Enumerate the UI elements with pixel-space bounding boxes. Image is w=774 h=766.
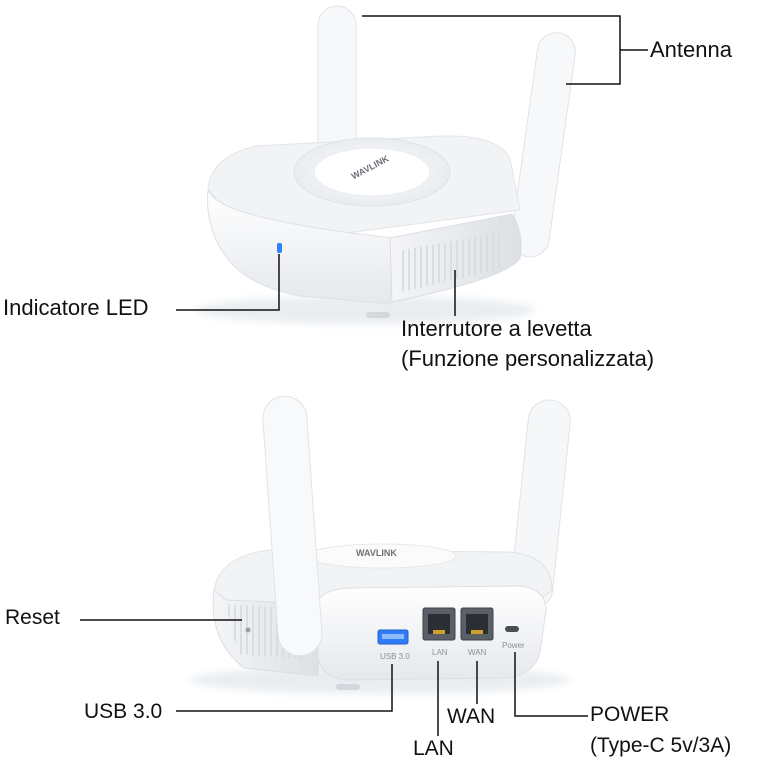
- usb-label: USB 3.0: [84, 700, 163, 723]
- side-vents: [402, 232, 504, 292]
- wan-label: WAN: [447, 705, 496, 728]
- power-callout-line: [514, 652, 588, 717]
- antenna-right: [510, 32, 576, 258]
- lan-port-inner: [428, 614, 450, 634]
- toggle-switch-label: Interrutore a levetta: [401, 316, 592, 341]
- reset-label: Reset: [5, 606, 60, 629]
- led-indicator-label: Indicatore LED: [3, 295, 149, 320]
- usb-port-tongue: [382, 634, 404, 639]
- lan-port-label: LAN: [432, 648, 448, 657]
- wan-port-inner: [466, 614, 488, 634]
- usb-port-label: USB 3.0: [380, 652, 410, 661]
- brand-logo: WAVLINK: [356, 548, 397, 558]
- power-port-label: Power: [502, 641, 525, 650]
- usb-callout-line: [176, 664, 393, 712]
- shadow: [195, 296, 535, 324]
- reset-pinhole: [245, 627, 251, 633]
- antenna-left: [262, 395, 323, 657]
- router-back-view: WAVLINK USB 3.0 LAN WAN Power: [190, 395, 571, 694]
- lan-port-pins: [433, 630, 445, 634]
- callout-lines: [80, 15, 648, 736]
- foot: [336, 684, 360, 690]
- lan-label: LAN: [413, 737, 454, 760]
- top-disc: [313, 147, 431, 197]
- wan-port-pins: [471, 630, 483, 634]
- led-callout-line: [176, 254, 280, 311]
- power-spec-label: (Type-C 5v/3A): [590, 734, 732, 757]
- foot: [366, 312, 390, 318]
- wan-port-label: WAN: [468, 648, 487, 657]
- router-front-view: WAVLINK: [195, 5, 576, 324]
- power-label: POWER: [590, 703, 670, 726]
- toggle-switch-sublabel: (Funzione personalizzata): [401, 346, 655, 371]
- power-port: [505, 626, 519, 632]
- antenna-callout-line: [362, 15, 621, 85]
- antenna-label: Antenna: [650, 37, 732, 62]
- led-indicator: [277, 243, 282, 253]
